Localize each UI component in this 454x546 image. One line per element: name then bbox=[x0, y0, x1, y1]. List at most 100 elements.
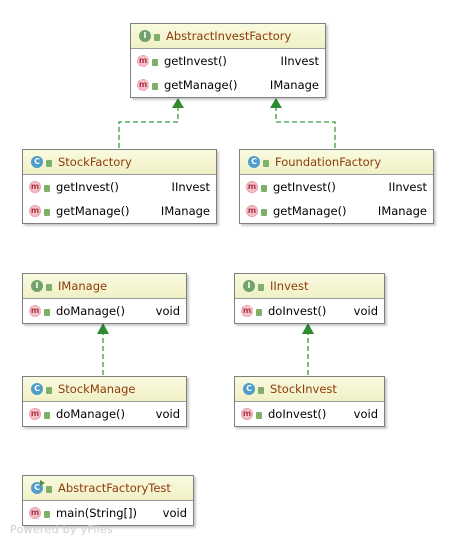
abstractfactorytest-node[interactable]: C AbstractFactoryTest m main(String[]) v… bbox=[22, 475, 194, 526]
method-name: getInvest() bbox=[273, 180, 336, 194]
lock-icon bbox=[261, 184, 267, 192]
return-type: void bbox=[155, 304, 180, 318]
foundationfactory-node[interactable]: C FoundationFactory m getInvest() IInves… bbox=[239, 149, 434, 224]
lock-icon bbox=[258, 386, 264, 394]
method-icon: m bbox=[246, 205, 258, 217]
method-row[interactable]: m doManage() void bbox=[23, 402, 186, 426]
class-icon: C bbox=[248, 156, 260, 168]
method-name: doManage() bbox=[56, 407, 125, 421]
realization-arrowhead bbox=[97, 323, 109, 334]
method-icon: m bbox=[246, 181, 258, 193]
method-row[interactable]: m doInvest() void bbox=[235, 402, 384, 426]
method-row[interactable]: m getManage() IManage bbox=[23, 199, 216, 223]
watermark-text: Powered by yFiles bbox=[10, 523, 113, 536]
node-header: I AbstractInvestFactory bbox=[131, 24, 325, 49]
method-name: doInvest() bbox=[268, 407, 327, 421]
method-name: getInvest() bbox=[56, 180, 119, 194]
class-icon: C bbox=[31, 383, 43, 395]
return-type: void bbox=[155, 407, 180, 421]
return-type: void bbox=[353, 407, 378, 421]
method-icon: m bbox=[29, 305, 41, 317]
class-icon: C bbox=[31, 156, 43, 168]
lock-icon bbox=[44, 411, 50, 419]
realization-stockfactory-connector bbox=[118, 108, 179, 148]
abstractinvestfactory-node[interactable]: I AbstractInvestFactory m getInvest() II… bbox=[130, 23, 326, 98]
method-name: main(String[]) bbox=[56, 506, 137, 520]
method-row[interactable]: m getManage() IManage bbox=[131, 73, 325, 97]
node-title: StockFactory bbox=[58, 155, 132, 169]
node-header: C StockManage bbox=[23, 377, 186, 402]
return-type: IInvest bbox=[171, 180, 210, 194]
node-title: IInvest bbox=[270, 279, 309, 293]
class-icon: C bbox=[243, 383, 255, 395]
method-row[interactable]: m getManage() IManage bbox=[240, 199, 433, 223]
method-row[interactable]: m getInvest() IInvest bbox=[23, 175, 216, 199]
method-name: getManage() bbox=[164, 78, 238, 92]
method-icon: m bbox=[241, 408, 253, 420]
return-type: void bbox=[353, 304, 378, 318]
node-title: StockManage bbox=[58, 382, 136, 396]
node-header: C AbstractFactoryTest bbox=[23, 476, 193, 501]
method-row[interactable]: m getInvest() IInvest bbox=[131, 49, 325, 73]
iinvest-node[interactable]: I IInvest m doInvest() void bbox=[234, 273, 385, 324]
return-type: IManage bbox=[160, 204, 210, 218]
realization-arrowhead bbox=[270, 98, 282, 108]
method-row[interactable]: m doManage() void bbox=[23, 299, 186, 323]
node-header: C StockInvest bbox=[235, 377, 384, 402]
lock-icon bbox=[154, 33, 160, 41]
method-name: getInvest() bbox=[164, 54, 227, 68]
method-name: getManage() bbox=[273, 204, 347, 218]
method-icon: m bbox=[137, 55, 149, 67]
node-title: FoundationFactory bbox=[275, 155, 382, 169]
lock-icon bbox=[152, 58, 158, 66]
node-header: C FoundationFactory bbox=[240, 150, 433, 175]
interface-icon: I bbox=[243, 280, 255, 292]
node-title: AbstractInvestFactory bbox=[166, 29, 292, 43]
lock-icon bbox=[44, 208, 50, 216]
lock-icon bbox=[46, 485, 52, 493]
interface-icon: I bbox=[139, 30, 151, 42]
stockfactory-node[interactable]: C StockFactory m getInvest() IInvest m g… bbox=[22, 149, 217, 224]
lock-icon bbox=[44, 510, 50, 518]
lock-icon bbox=[256, 308, 262, 316]
return-type: IInvest bbox=[280, 54, 319, 68]
return-type: IManage bbox=[377, 204, 427, 218]
method-icon: m bbox=[241, 305, 253, 317]
method-icon: m bbox=[29, 181, 41, 193]
node-header: I IManage bbox=[23, 274, 186, 299]
method-row[interactable]: m doInvest() void bbox=[235, 299, 384, 323]
stockinvest-node[interactable]: C StockInvest m doInvest() void bbox=[234, 376, 385, 427]
return-type: void bbox=[162, 506, 187, 520]
node-title: StockInvest bbox=[270, 382, 337, 396]
lock-icon bbox=[258, 283, 264, 291]
method-name: doManage() bbox=[56, 304, 125, 318]
node-title: IManage bbox=[58, 279, 108, 293]
method-name: getManage() bbox=[56, 204, 130, 218]
lock-icon bbox=[263, 159, 269, 167]
lock-icon bbox=[46, 283, 52, 291]
method-name: doInvest() bbox=[268, 304, 327, 318]
lock-icon bbox=[256, 411, 262, 419]
method-icon: m bbox=[29, 408, 41, 420]
lock-icon bbox=[44, 308, 50, 316]
runnable-class-icon: C bbox=[31, 480, 45, 494]
lock-icon bbox=[46, 159, 52, 167]
imanage-node[interactable]: I IManage m doManage() void bbox=[22, 273, 187, 324]
method-icon: m bbox=[29, 507, 41, 519]
return-type: IManage bbox=[269, 78, 319, 92]
lock-icon bbox=[152, 82, 158, 90]
return-type: IInvest bbox=[388, 180, 427, 194]
realization-foundationfactory-connector bbox=[275, 108, 336, 148]
method-row[interactable]: m getInvest() IInvest bbox=[240, 175, 433, 199]
lock-icon bbox=[261, 208, 267, 216]
stockmanage-node[interactable]: C StockManage m doManage() void bbox=[22, 376, 187, 427]
lock-icon bbox=[44, 184, 50, 192]
lock-icon bbox=[46, 386, 52, 394]
node-title: AbstractFactoryTest bbox=[58, 481, 171, 495]
node-header: C StockFactory bbox=[23, 150, 216, 175]
realization-arrowhead bbox=[172, 98, 184, 108]
realization-arrowhead bbox=[302, 323, 314, 334]
method-icon: m bbox=[29, 205, 41, 217]
method-row[interactable]: m main(String[]) void bbox=[23, 501, 193, 525]
